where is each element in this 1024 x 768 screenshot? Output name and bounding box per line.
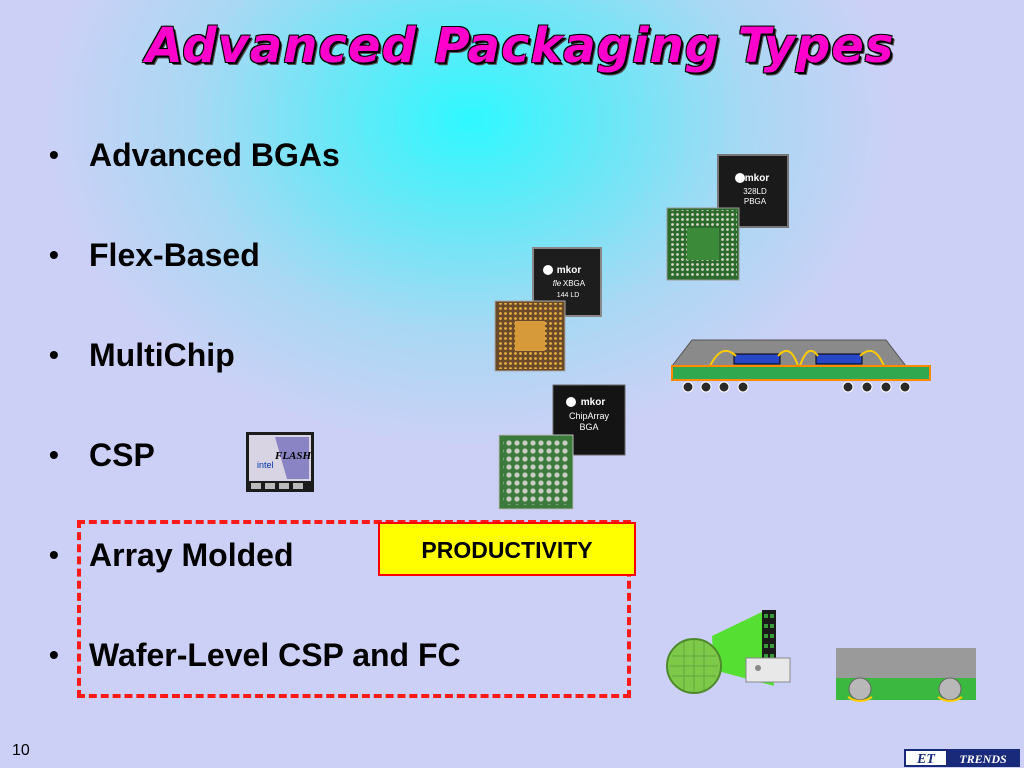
bullet-text: Advanced BGAs — [89, 137, 340, 173]
chip-label: XBGA — [563, 279, 586, 288]
amkor-logo-icon — [566, 397, 576, 407]
chip-label: BGA — [579, 422, 598, 432]
amkor-logo-icon — [735, 173, 745, 183]
csp-flash-package-image: intel FLASH — [246, 432, 314, 492]
chip-label: intel — [257, 460, 274, 470]
chip-label: mkor — [557, 265, 582, 276]
chip-label: mkor — [745, 173, 770, 184]
bullet-text: MultiChip — [89, 337, 235, 373]
flexbga-package-image: mkor fle XBGA 144 LD — [494, 247, 602, 372]
page-number: 10 — [12, 742, 30, 759]
et-trends-logo: ET TRENDS — [904, 749, 1020, 767]
chip-label: PBGA — [744, 197, 767, 206]
bullet-text: Flex-Based — [89, 237, 260, 273]
bullet-text: Array Molded — [89, 537, 294, 573]
chip-label: mkor — [581, 397, 606, 408]
wafer-image — [666, 610, 791, 694]
svg-text:TRENDS: TRENDS — [959, 752, 1007, 766]
slide-title: Advanced Packaging Types — [145, 18, 895, 74]
chip-label: 328LD — [743, 187, 767, 196]
chip-label: fle — [553, 279, 562, 288]
bullet-text: Wafer-Level CSP and FC — [89, 637, 461, 673]
chip-label: 144 LD — [557, 292, 580, 299]
pbga-package-image: mkor 328LD PBGA — [666, 154, 789, 281]
chip-label: ChipArray — [569, 411, 610, 421]
highlight-dashed-box — [77, 520, 631, 698]
chip-label: FLASH — [274, 450, 312, 462]
productivity-callout: PRODUCTIVITY — [378, 522, 636, 576]
chiparray-bga-image: mkor ChipArray BGA — [498, 384, 626, 510]
flip-chip-cross-section-image — [836, 648, 976, 702]
bullet-text: CSP — [89, 437, 155, 473]
amkor-logo-icon — [543, 265, 553, 275]
svg-text:ET: ET — [916, 752, 936, 767]
multichip-cross-section-image — [670, 339, 931, 393]
